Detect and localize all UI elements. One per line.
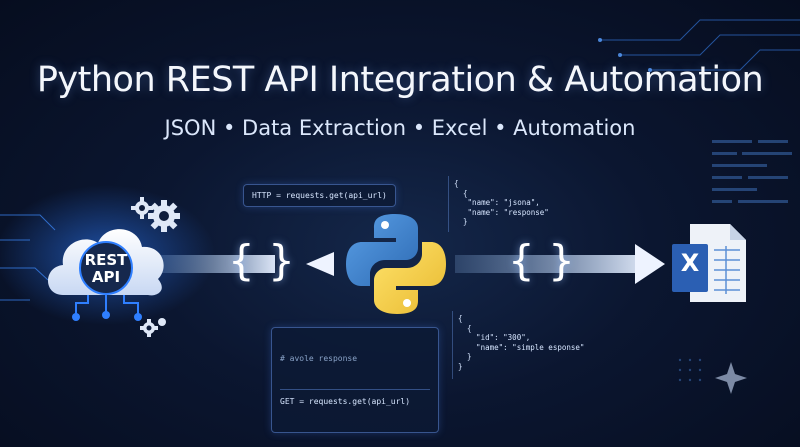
arrow-2-head bbox=[635, 244, 665, 284]
json-braces-left: { } bbox=[228, 236, 295, 285]
code-line: GET = requests.get(api_url) bbox=[280, 389, 430, 407]
arrow-1-body bbox=[160, 255, 275, 273]
excel-letter: X bbox=[680, 249, 700, 277]
excel-file-icon bbox=[672, 224, 746, 302]
json-snippet-bottom: { { "id": "300", "name": "simple esponse… bbox=[452, 311, 603, 379]
json-snippet-top: { { "name": "jsona", "name": "response" … bbox=[448, 176, 569, 232]
arrow-2-body bbox=[455, 255, 645, 273]
gear-icon bbox=[131, 197, 180, 232]
rest-api-label: REST API bbox=[80, 252, 132, 286]
json-braces-right: { } bbox=[508, 236, 575, 285]
rest-label-line1: REST bbox=[84, 251, 128, 269]
small-gear-icon bbox=[140, 318, 166, 337]
code-snippet-bottom: # avole response GET = requests.get(api_… bbox=[271, 327, 439, 433]
page-subtitle: JSON • Data Extraction • Excel • Automat… bbox=[164, 116, 636, 140]
rest-api-cloud-icon bbox=[48, 229, 164, 321]
code-snippet-top: HTTP = requests.get(api_url) bbox=[243, 184, 396, 207]
code-comment: # avole response bbox=[280, 354, 358, 363]
page-title: Python REST API Integration & Automation bbox=[36, 60, 764, 100]
rest-label-line2: API bbox=[91, 268, 121, 286]
arrow-1-head bbox=[306, 252, 334, 276]
sparkle-icon bbox=[715, 362, 747, 394]
python-logo-icon bbox=[346, 214, 446, 314]
